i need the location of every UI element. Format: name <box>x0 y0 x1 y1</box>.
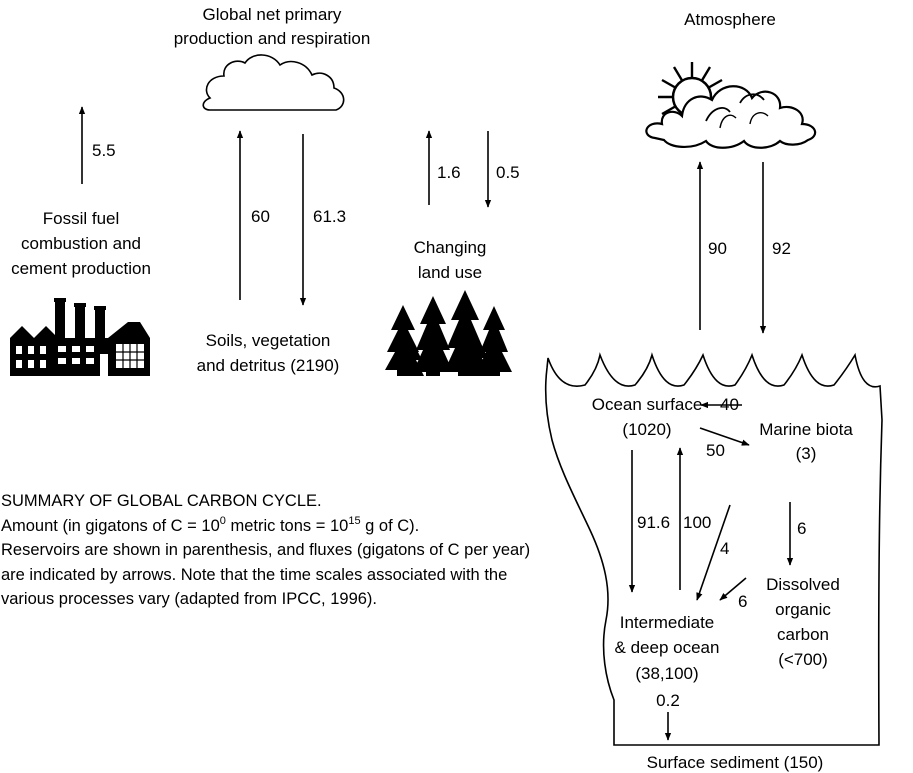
deep-ocean-label-line1: Intermediate <box>620 613 715 632</box>
deep-ocean-label-line3: (38,100) <box>635 664 698 683</box>
doc-to-deep-value: 6 <box>738 592 747 611</box>
caption-line5: various processes vary (adapted from IPC… <box>1 590 377 608</box>
caption-line4: are indicated by arrows. Note that the t… <box>1 565 508 584</box>
fossil-up-value: 5.5 <box>92 141 116 160</box>
soils-label-line2: and detritus (2190) <box>197 356 340 375</box>
biota-to-doc-value: 6 <box>797 519 806 538</box>
doc-to-deep-arrow <box>719 577 747 601</box>
surface-to-deep-value: 91.6 <box>637 513 670 532</box>
forest-icon <box>385 290 512 376</box>
atmosphere-label: Atmosphere <box>684 10 776 29</box>
caption-amount-line: Amount (in gigatons of C = 100 metric to… <box>1 514 420 535</box>
sun-cloud-icon <box>645 62 817 149</box>
marine-biota-label-line2: (3) <box>796 444 817 463</box>
soils-up-value: 60 <box>251 207 270 226</box>
deep-to-surface-value: 100 <box>683 513 711 532</box>
fossil-label-line1: Fossil fuel <box>43 209 120 228</box>
cloud-icon <box>202 54 345 111</box>
doc-label-line1: Dissolved <box>766 575 840 594</box>
surface-sediment-label: Surface sediment (150) <box>647 753 824 772</box>
landuse-up-value: 1.6 <box>437 163 461 182</box>
fossil-label-line3: cement production <box>11 259 151 278</box>
fossil-label-line2: combustion and <box>21 234 141 253</box>
doc-label-line4: (<700) <box>778 650 828 669</box>
biota-to-deep-arrow <box>696 504 731 601</box>
caption-title: SUMMARY OF GLOBAL CARBON CYCLE. <box>1 492 322 510</box>
gnpp-label-line1: Global net primary <box>203 5 342 24</box>
surface-to-biota-value: 50 <box>706 441 725 460</box>
diagram-caption: SUMMARY OF GLOBAL CARBON CYCLE. Amount (… <box>1 489 601 612</box>
biota-to-deep-value: 4 <box>720 539 729 558</box>
ocean-down-value: 92 <box>772 239 791 258</box>
soils-down-value: 61.3 <box>313 207 346 226</box>
marine-biota-label-line1: Marine biota <box>759 420 853 439</box>
landuse-label-line1: Changing <box>414 238 487 257</box>
deep-to-sediment-value: 0.2 <box>656 691 680 710</box>
doc-label-line2: organic <box>775 600 831 619</box>
ocean-surface-label-line1: Ocean surface <box>592 395 703 414</box>
doc-label-line3: carbon <box>777 625 829 644</box>
gnpp-label-line2: production and respiration <box>174 29 371 48</box>
landuse-down-value: 0.5 <box>496 163 520 182</box>
deep-ocean-label-line2: & deep ocean <box>615 638 720 657</box>
landuse-label-line2: land use <box>418 263 482 282</box>
caption-line3: Reservoirs are shown in parenthesis, and… <box>1 541 531 559</box>
factory-icon <box>10 298 150 376</box>
ocean-up-value: 90 <box>708 239 727 258</box>
ocean-surface-label-line2: (1020) <box>622 420 671 439</box>
surface-to-biota-arrow <box>699 427 750 446</box>
soils-label-line1: Soils, vegetation <box>206 331 331 350</box>
biota-to-surface-value: 40 <box>720 395 739 414</box>
